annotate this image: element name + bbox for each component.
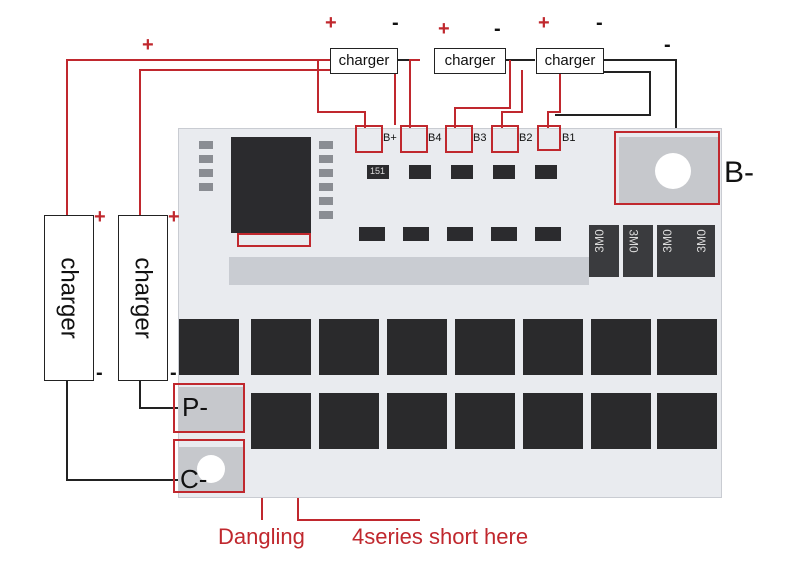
charger-side-1-plus: + — [94, 206, 106, 228]
red-wire-b3 — [454, 60, 511, 128]
mosfets-row-1 — [179, 319, 717, 375]
black-wire-b1 — [555, 71, 651, 116]
small-transistors — [359, 227, 561, 241]
small-resistor-marking: 151 — [370, 166, 386, 176]
small-resistors — [367, 165, 557, 179]
b-minus-label: B- — [724, 156, 754, 189]
resistor-marking-2: 3M0 — [626, 229, 641, 253]
top-right-minus: - — [664, 34, 671, 56]
charger-top-1-minus: - — [392, 12, 399, 34]
resistor-marking-1: 3M0 — [592, 229, 607, 253]
charger-top-3-plus: + — [538, 12, 550, 34]
resistor-marking-4: 3M0 — [694, 229, 709, 253]
black-wire-c-minus — [66, 380, 190, 481]
red-wire-b2 — [501, 70, 523, 128]
red-wire-b1 — [547, 72, 561, 128]
charger-top-2: charger — [434, 48, 506, 74]
bms-board — [178, 128, 722, 498]
charger-side-1-label: charger — [56, 257, 83, 339]
charger-side-2-plus: + — [168, 206, 180, 228]
charger-top-1-plus: + — [325, 12, 337, 34]
pad-b-plus-label: B+ — [383, 132, 397, 144]
charger-side-2-label: charger — [130, 257, 157, 339]
mosfets-row-2 — [251, 393, 717, 449]
charger-top-1: charger — [330, 48, 398, 74]
charger-top-2-plus: + — [438, 18, 450, 40]
pad-b2-label: B2 — [519, 132, 533, 144]
top-left-plus: + — [142, 34, 154, 56]
p-minus-label: P- — [182, 392, 208, 422]
board-components — [179, 137, 719, 491]
black-wire-p-minus — [139, 380, 178, 409]
red-wire-outer — [66, 59, 330, 215]
pad-b1-label: B1 — [562, 132, 576, 144]
caption-short: 4series short here — [352, 524, 529, 549]
charger-side-1-minus: - — [96, 362, 103, 384]
c-minus-label: C- — [180, 464, 208, 494]
ic-chip — [231, 137, 311, 233]
charger-side-2-minus: - — [170, 362, 177, 384]
charger-top-3: charger — [536, 48, 604, 74]
pad-b4-label: B4 — [428, 132, 442, 144]
charger-top-2-minus: - — [494, 18, 501, 40]
red-wire-b4 — [409, 59, 420, 128]
resistor-marking-3: 3M0 — [660, 229, 675, 253]
shunt-resistors — [589, 225, 715, 277]
pad-b3-label: B3 — [473, 132, 487, 144]
caption-dangling: Dangling — [218, 524, 305, 549]
red-wire-b-plus — [317, 60, 366, 128]
solder-bar — [229, 257, 589, 285]
charger-side-2: charger — [118, 215, 168, 381]
charger-side-1: charger — [44, 215, 94, 381]
red-wire-inner — [139, 69, 396, 215]
charger-top-3-minus: - — [596, 12, 603, 34]
